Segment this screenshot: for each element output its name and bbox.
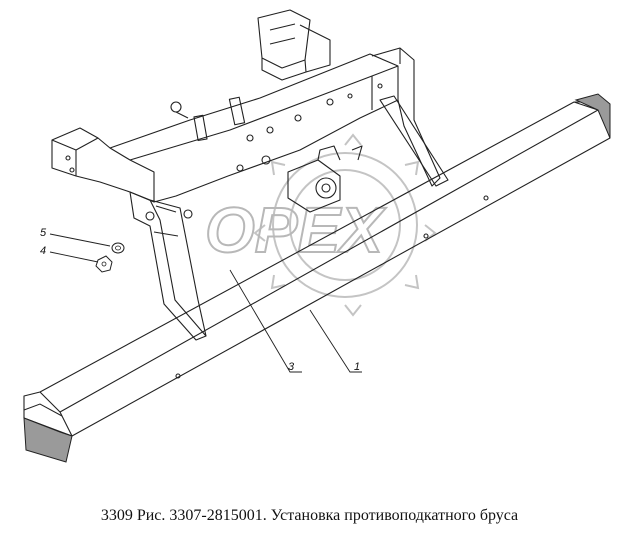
tow-hook (287, 145, 363, 213)
mounting-plates (170, 96, 246, 142)
callout-5: 5 (40, 227, 47, 239)
underrun-beam (23, 101, 611, 437)
beam-endcap-left (23, 403, 73, 463)
callout-1: 1 (354, 361, 360, 373)
frame-rear-bracket (257, 9, 331, 81)
callout-3: 3 (288, 361, 295, 373)
beam-endcap-right (574, 93, 611, 139)
gear-icon (253, 133, 437, 317)
washer-part-5 (111, 242, 125, 254)
frame-rail (51, 53, 399, 203)
left-bracket (129, 191, 207, 341)
frame-right-upright (371, 47, 441, 187)
callout-4: 4 (40, 245, 46, 257)
watermark-text: OPEX (205, 194, 386, 266)
right-brace (379, 95, 449, 187)
figure-caption: 3309 Рис. 3307-2815001. Установка против… (100, 507, 519, 524)
nut-part-4 (95, 255, 113, 273)
watermark-logo: OPEX (204, 133, 437, 317)
leader-lines (49, 233, 362, 373)
